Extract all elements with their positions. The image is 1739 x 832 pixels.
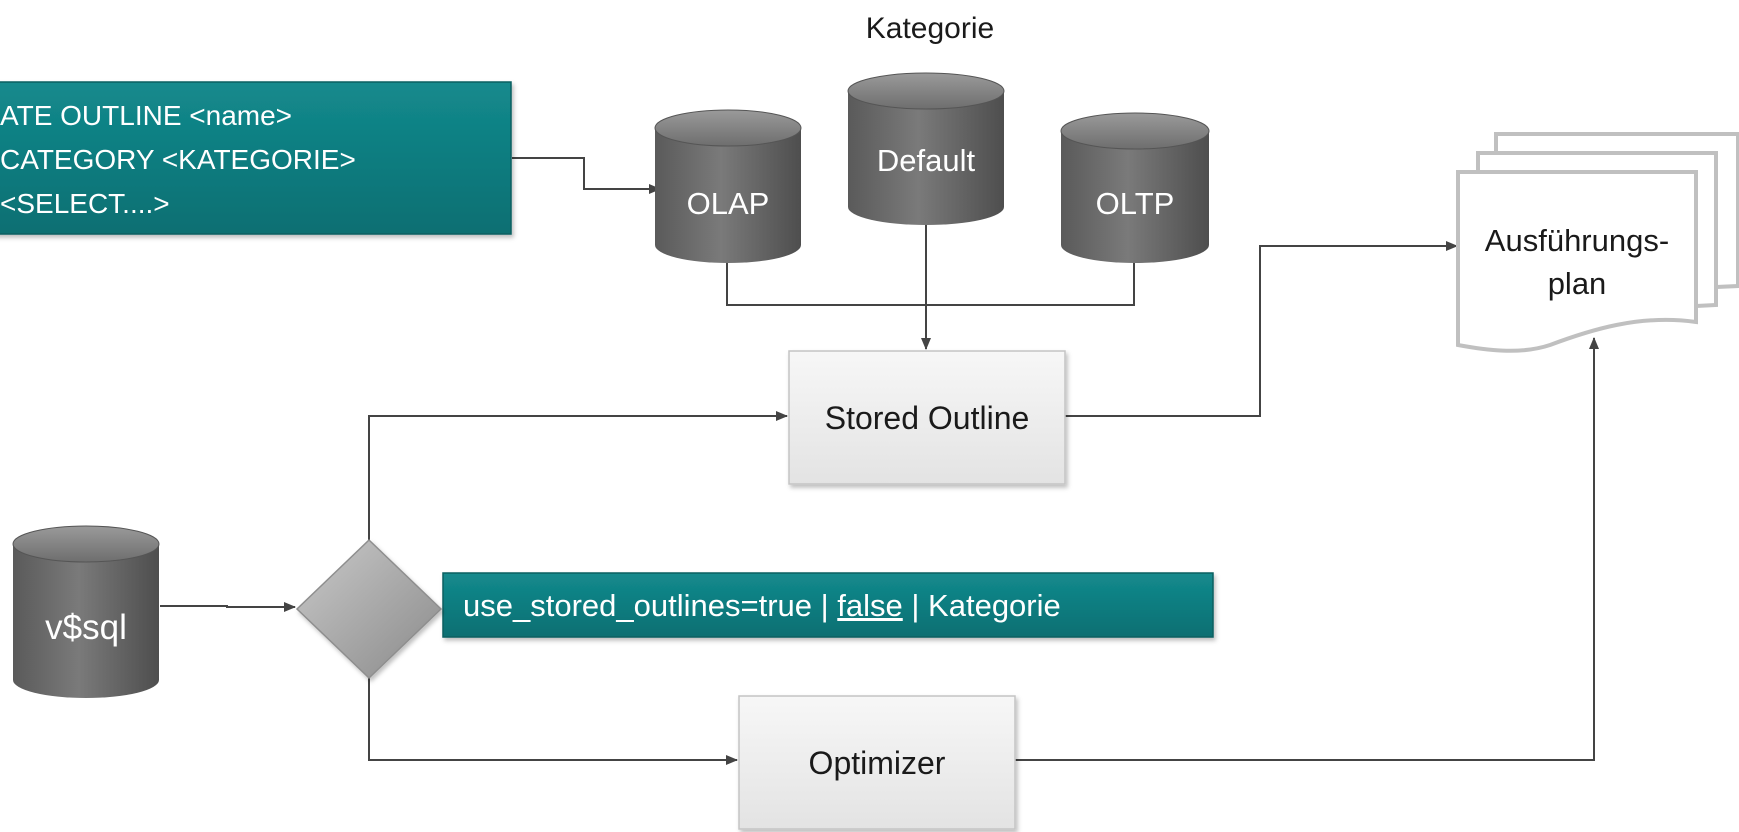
connector-olap-to-outline	[726, 258, 1135, 306]
parameter-bar	[442, 572, 1214, 638]
parameter-false-value: false	[837, 588, 903, 623]
vsql-label: v$sql	[45, 608, 127, 647]
optimizer-label: Optimizer	[808, 745, 946, 781]
olap-label: OLAP	[686, 186, 770, 221]
optimizer-box	[738, 695, 1016, 830]
connector-vsql-to-decision	[160, 602, 296, 612]
oltp-label: OLTP	[1095, 186, 1175, 221]
connector-decision-to-optimizer	[368, 678, 738, 765]
connectors	[160, 157, 1599, 765]
execution-plan-label-line-2: plan	[1547, 266, 1607, 301]
create-outline-line-1: ATE OUTLINE <name>	[0, 100, 293, 131]
create-outline-text: ATE OUTLINE <name> CATEGORY <KATEGORIE> …	[0, 96, 511, 226]
connector-decision-to-outline	[368, 411, 788, 540]
create-outline-box	[0, 81, 512, 235]
stored-outline-box	[788, 350, 1066, 485]
parameter-prefix: use_stored_outlines=true |	[463, 588, 838, 623]
create-outline-line-3: <SELECT....>	[0, 188, 170, 219]
default-cylinder	[847, 72, 1005, 225]
vsql-cylinder	[12, 525, 160, 698]
create-outline-line-2: CATEGORY <KATEGORIE>	[0, 144, 356, 175]
stored-outline-label: Stored Outline	[824, 400, 1030, 436]
connector-optimizer-to-plan	[1013, 337, 1599, 761]
parameter-suffix: | Kategorie	[902, 588, 1061, 623]
default-label: Default	[876, 143, 976, 178]
oltp-cylinder	[1060, 112, 1210, 263]
olap-cylinder	[654, 109, 802, 263]
decision-diamond	[295, 538, 443, 680]
parameter-text: use_stored_outlines=true | false | Kateg…	[463, 590, 1061, 621]
connector-outline-to-plan	[1064, 241, 1458, 417]
category-title: Kategorie	[865, 12, 995, 45]
execution-plan-documents	[1456, 132, 1739, 353]
execution-plan-label-line-1: Ausführungs-	[1484, 223, 1670, 258]
connector-create-to-olap	[512, 157, 661, 194]
